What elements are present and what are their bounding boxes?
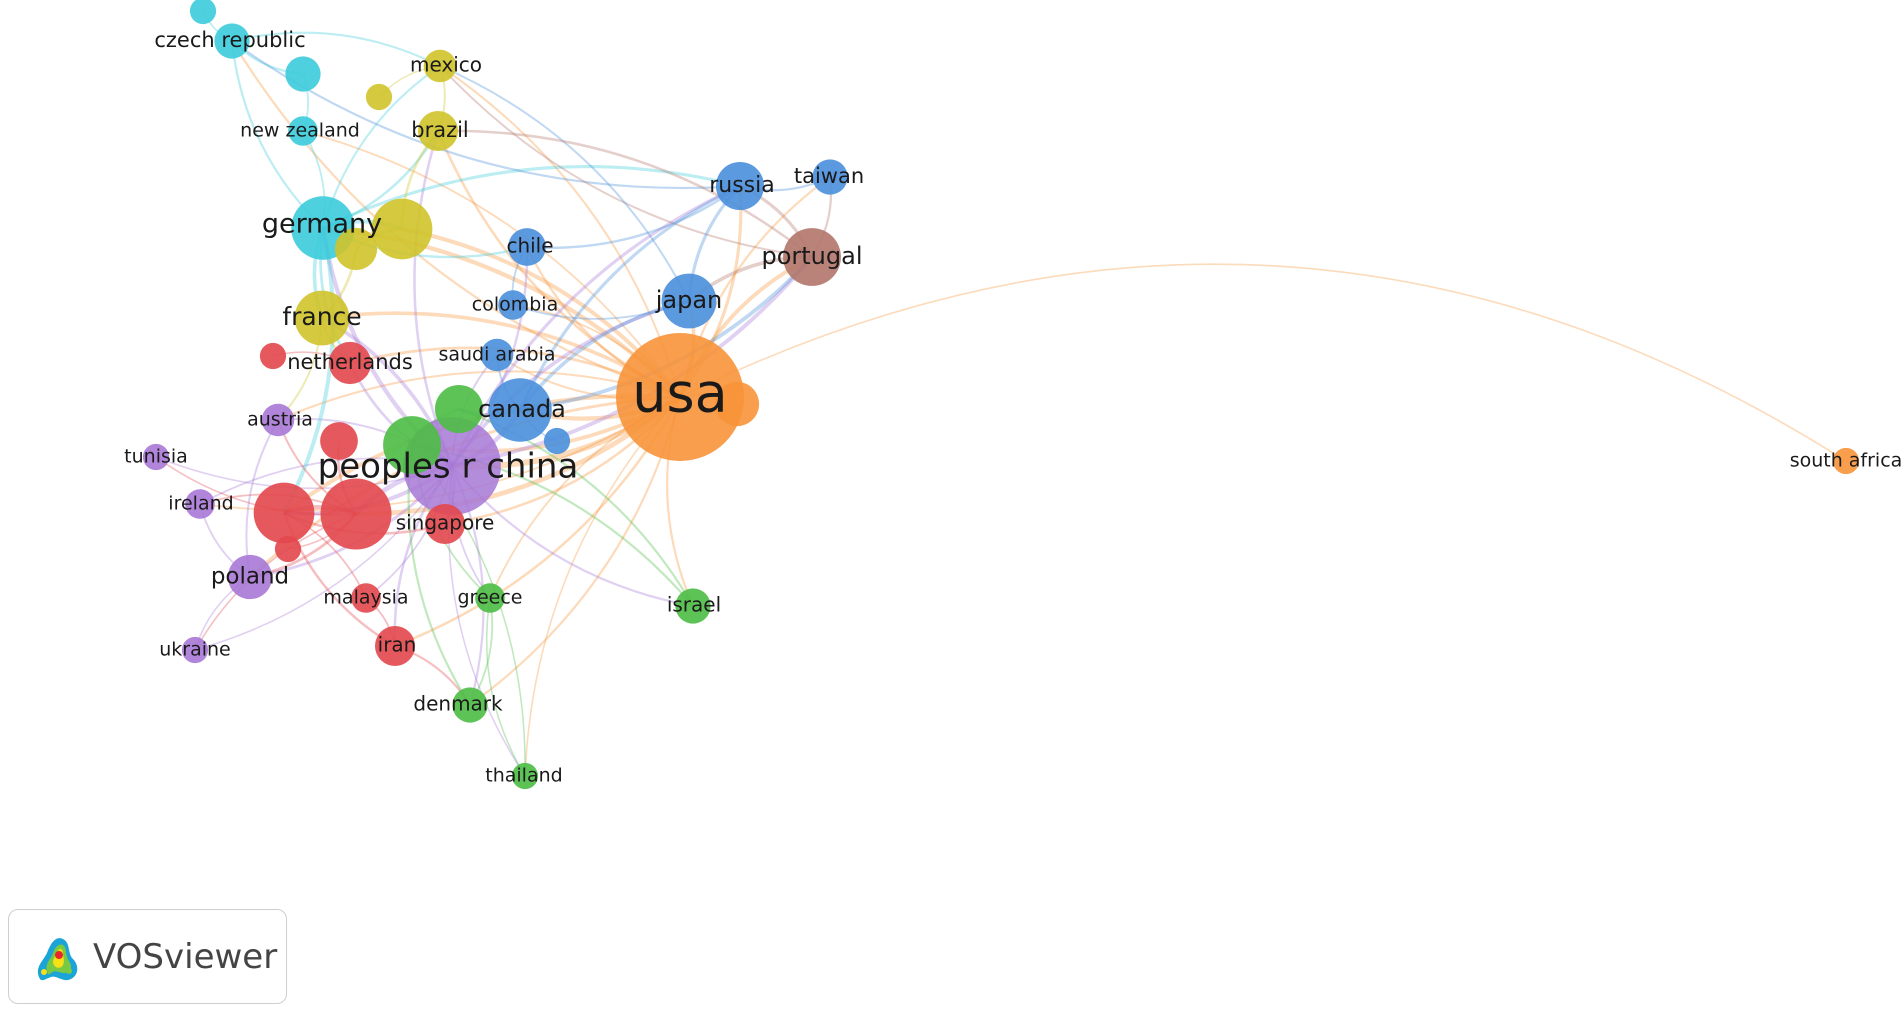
label-czech[interactable]: czech republic xyxy=(154,28,305,52)
link-brazil-portugal xyxy=(437,129,813,258)
node-cyan_a[interactable] xyxy=(285,56,321,92)
node-malaysia[interactable] xyxy=(351,583,381,613)
node-saudiarabia[interactable] xyxy=(480,338,514,372)
node-portugal[interactable] xyxy=(783,228,841,286)
link-mexico-japan xyxy=(439,65,690,302)
node-ireland[interactable] xyxy=(185,489,215,519)
vosviewer-logo-icon xyxy=(37,937,78,980)
node-thailand[interactable] xyxy=(511,762,539,790)
node-brazil[interactable] xyxy=(417,110,459,152)
link-usa-czech xyxy=(231,40,681,399)
node-france[interactable] xyxy=(294,290,350,346)
link-thailand-greece xyxy=(485,597,526,777)
node-israel[interactable] xyxy=(675,588,711,624)
node-red_a[interactable] xyxy=(320,478,392,550)
node-red_e[interactable] xyxy=(274,535,302,563)
label-chile[interactable]: chile xyxy=(506,234,553,258)
node-green_b[interactable] xyxy=(434,384,484,434)
node-orange_b[interactable] xyxy=(714,381,760,427)
label-netherlands[interactable]: netherlands xyxy=(287,350,413,374)
label-iran[interactable]: iran xyxy=(378,633,417,657)
label-saudiarabia[interactable]: saudi arabia xyxy=(438,344,555,366)
node-denmark[interactable] xyxy=(452,687,488,723)
node-yellow_a[interactable] xyxy=(371,198,433,260)
node-czech[interactable] xyxy=(214,23,250,59)
label-israel[interactable]: israel xyxy=(667,593,721,617)
node-iran[interactable] xyxy=(374,625,416,667)
vosviewer-logo-text: VOSviewer xyxy=(93,936,278,977)
link-germany-russia xyxy=(322,165,741,230)
label-austria[interactable]: austria xyxy=(247,409,313,431)
label-ireland[interactable]: ireland xyxy=(168,493,233,515)
label-russia[interactable]: russia xyxy=(709,173,775,198)
link-usa-newzealand xyxy=(302,130,681,398)
links-layer xyxy=(155,10,1847,777)
node-red_d[interactable] xyxy=(259,342,287,370)
label-colombia[interactable]: colombia xyxy=(472,294,558,316)
label-france[interactable]: france xyxy=(282,302,361,331)
label-greece[interactable]: greece xyxy=(458,587,523,609)
node-colombia[interactable] xyxy=(498,290,528,320)
node-austria[interactable] xyxy=(261,403,295,437)
link-usa-southafrica xyxy=(679,263,1847,462)
node-yellow_c[interactable] xyxy=(365,83,393,111)
label-portugal[interactable]: portugal xyxy=(761,242,862,270)
node-poland[interactable] xyxy=(227,554,273,600)
label-brazil[interactable]: brazil xyxy=(411,118,469,142)
link-czech-mexico xyxy=(231,31,441,67)
label-germany[interactable]: germany xyxy=(262,209,382,240)
node-canada[interactable] xyxy=(488,378,552,442)
label-denmark[interactable]: denmark xyxy=(413,692,503,716)
link-russia-canada xyxy=(518,184,741,411)
label-ukraine[interactable]: ukraine xyxy=(159,639,231,661)
link-russia-chile xyxy=(526,185,741,249)
labels-layer: usa peoples r china germany czech republic n… xyxy=(124,28,1902,787)
node-chile[interactable] xyxy=(508,228,546,266)
label-poland[interactable]: poland xyxy=(211,564,289,590)
node-singapore[interactable] xyxy=(424,503,466,545)
label-japan[interactable]: japan xyxy=(655,286,723,314)
node-cyan_b[interactable] xyxy=(189,0,217,25)
node-greece[interactable] xyxy=(475,583,505,613)
label-thailand[interactable]: thailand xyxy=(485,765,562,787)
label-malaysia[interactable]: malaysia xyxy=(323,587,408,609)
node-mexico[interactable] xyxy=(423,49,457,83)
node-newzealand[interactable] xyxy=(288,116,318,146)
node-usa[interactable] xyxy=(616,333,744,461)
label-canada[interactable]: canada xyxy=(478,395,566,423)
node-green_a[interactable] xyxy=(383,416,441,474)
label-singapore[interactable]: singapore xyxy=(396,511,495,535)
label-taiwan[interactable]: taiwan xyxy=(794,164,864,188)
node-russia[interactable] xyxy=(715,161,765,211)
label-newzealand[interactable]: new zealand xyxy=(240,120,360,142)
label-china[interactable]: peoples r china xyxy=(318,447,579,487)
node-blue_b[interactable] xyxy=(543,427,571,455)
link-mexico-portugal xyxy=(439,65,813,258)
node-tunisia[interactable] xyxy=(142,443,170,471)
node-netherlands[interactable] xyxy=(328,341,372,385)
vosviewer-logo-badge[interactable]: VOSviewer xyxy=(8,909,287,1004)
node-japan[interactable] xyxy=(661,273,717,329)
node-red_c[interactable] xyxy=(320,422,358,460)
node-ukraine[interactable] xyxy=(181,636,209,664)
node-southafrica[interactable] xyxy=(1832,447,1860,475)
link-germany-red_b xyxy=(282,227,335,514)
label-mexico[interactable]: mexico xyxy=(410,53,482,77)
node-taiwan[interactable] xyxy=(812,159,848,195)
nodes-layer xyxy=(142,0,1860,790)
label-southafrica[interactable]: south africa xyxy=(1790,450,1902,472)
label-usa[interactable]: usa xyxy=(632,362,727,425)
node-red_b[interactable] xyxy=(253,482,315,544)
label-tunisia[interactable]: tunisia xyxy=(124,446,188,468)
node-yellow_b[interactable] xyxy=(334,227,378,271)
